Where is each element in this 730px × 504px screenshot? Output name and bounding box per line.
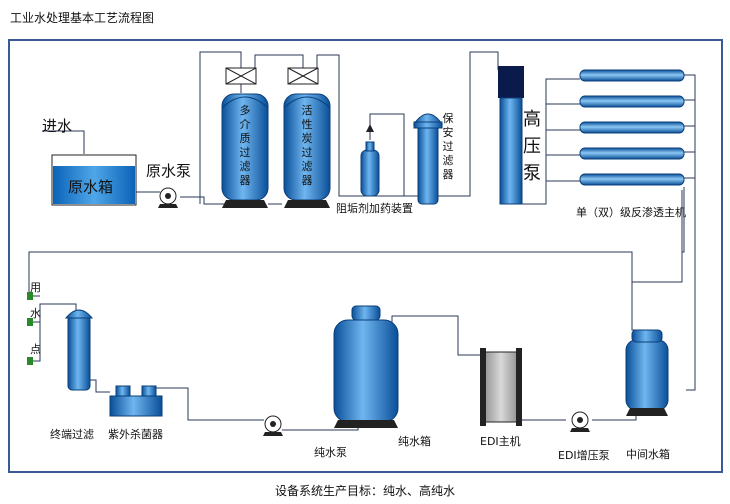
page-title: 工业水处理基本工艺流程图	[10, 11, 155, 25]
middle-water-tank	[625, 329, 669, 416]
label-antiscalant: 阻垢剂加药装置	[336, 202, 413, 215]
high-pressure-pump	[498, 66, 524, 205]
carbon-filter	[283, 93, 331, 208]
label-use-point-3: 点	[30, 343, 41, 356]
label-uv-sterilizer: 紫外杀菌器	[108, 428, 163, 441]
ro-membrane-rack	[579, 69, 685, 186]
label-pure-pump: 纯水泵	[314, 446, 347, 459]
footer-note: 设备系统生产目标：纯水、高纯水	[274, 484, 455, 498]
label-edi-pump: EDI增压泵	[558, 449, 610, 462]
label-edi-unit: EDI主机	[480, 435, 521, 448]
label-terminal-filter: 终端过滤	[50, 428, 94, 441]
edi-booster-pump	[570, 411, 590, 432]
terminal-filter	[64, 309, 94, 391]
label-multimedia-filter: 多介质过滤器	[239, 104, 251, 187]
pure-water-pump	[263, 415, 283, 436]
label-ro-unit: 单（双）级反渗透主机	[576, 206, 686, 219]
multimedia-filter	[221, 93, 269, 208]
use-point-taps	[27, 292, 33, 365]
label-use-point-1: 用	[30, 281, 41, 294]
diagram-frame	[8, 39, 723, 473]
pure-water-tank	[333, 305, 399, 428]
label-pure-tank: 纯水箱	[398, 435, 431, 448]
uv-sterilizer	[109, 385, 163, 417]
raw-water-pump	[158, 187, 178, 208]
raw-water-tank	[51, 154, 137, 206]
security-filter	[413, 113, 443, 205]
label-use-point-2: 水	[30, 307, 41, 320]
label-middle-tank: 中间水箱	[626, 448, 670, 461]
valve-multimedia	[225, 67, 257, 85]
label-hp-pump: 高压泵	[523, 109, 541, 184]
valve-carbon	[287, 67, 319, 85]
label-raw-pump: 原水泵	[146, 162, 192, 180]
inlet-pipe	[42, 130, 85, 154]
edi-unit	[480, 348, 522, 426]
label-raw-tank: 原水箱	[68, 178, 114, 196]
label-carbon-filter: 活性炭过滤器	[301, 104, 313, 187]
antiscalant-dosing-unit	[360, 124, 380, 197]
label-inlet: 进水	[42, 117, 73, 135]
label-security-filter: 保安过滤器	[442, 112, 454, 181]
